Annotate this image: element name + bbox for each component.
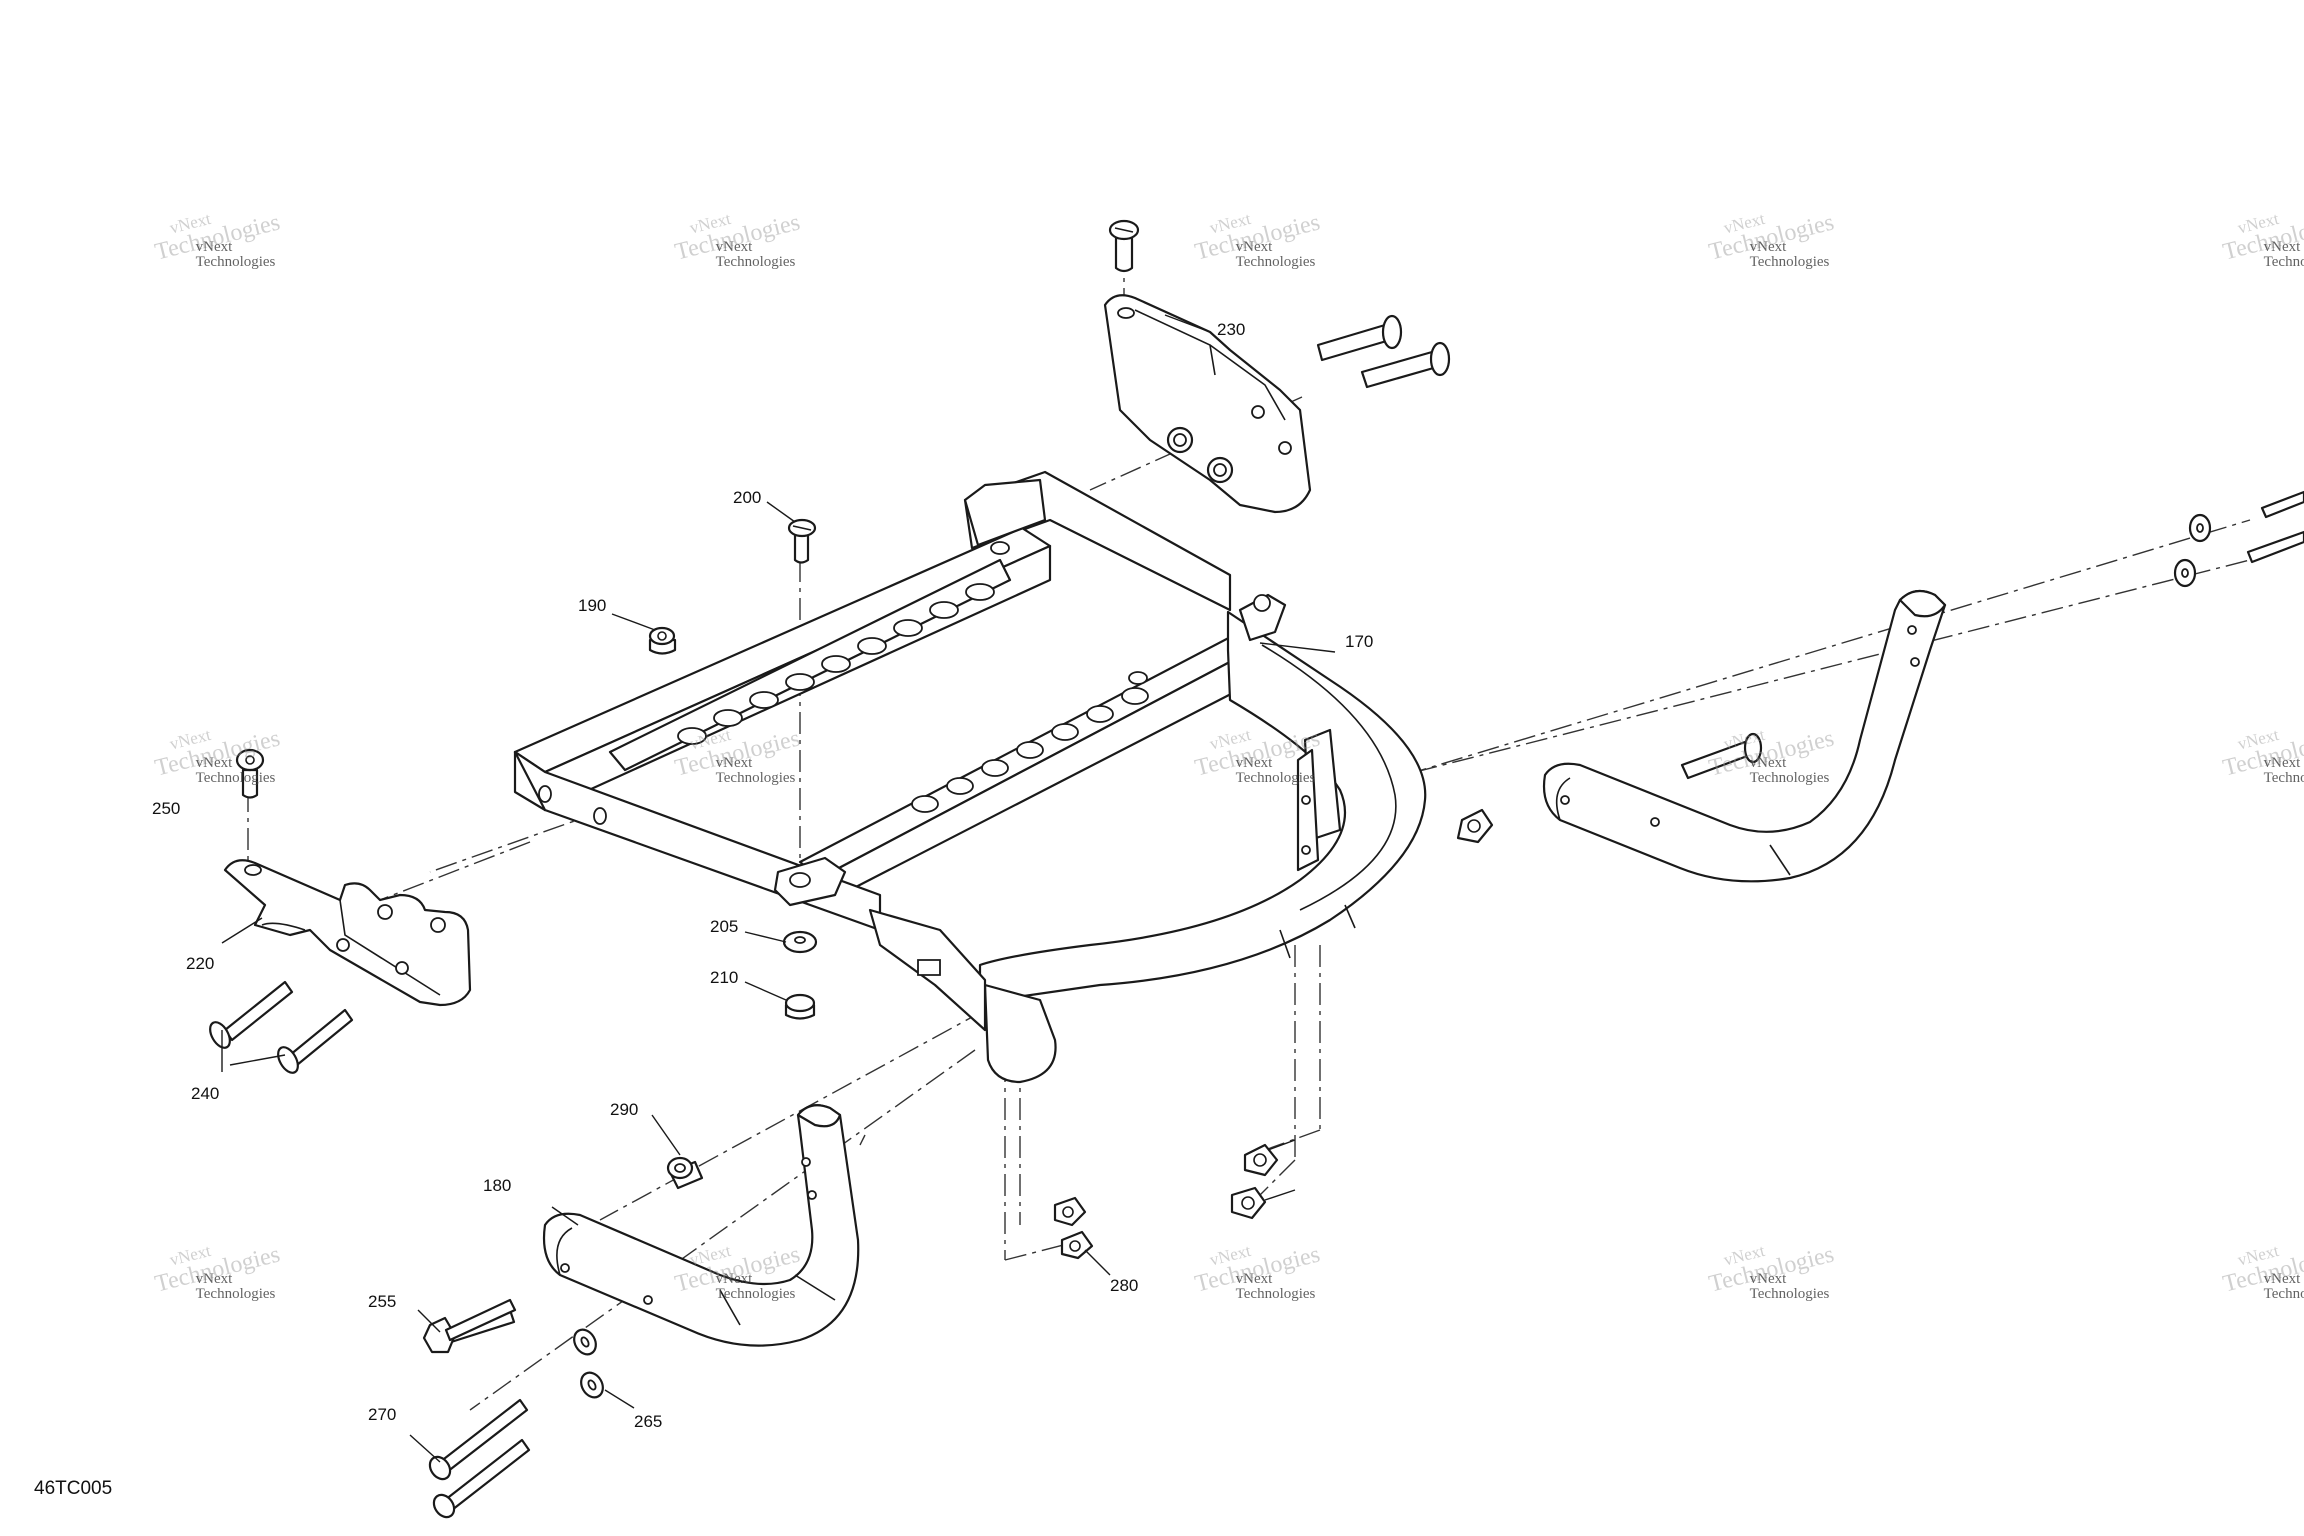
callout-leaders — [221, 314, 1336, 1463]
callout-210: 210 — [710, 968, 739, 987]
callout-290: 290 — [610, 1100, 639, 1119]
bolts-270 — [428, 1398, 531, 1519]
washers-265 — [573, 1328, 604, 1399]
callout-205: 205 — [710, 917, 739, 936]
callout-190: 190 — [578, 596, 607, 615]
pins-240 — [209, 980, 354, 1074]
callout-255: 255 — [368, 1292, 397, 1311]
callout-250: 250 — [152, 799, 181, 818]
washer-205 — [782, 930, 818, 954]
callout-170: 170 — [1345, 632, 1374, 651]
washers-far-right — [2173, 490, 2304, 588]
bolt-255 — [422, 1298, 517, 1354]
screw-200 — [787, 518, 817, 564]
screw-250 — [235, 748, 265, 799]
grab-handle-180 — [542, 1104, 860, 1347]
hinge-bracket-230 — [1103, 294, 1312, 514]
nut-190 — [648, 626, 677, 655]
rail-holes — [538, 541, 1149, 825]
callout-220: 220 — [186, 954, 215, 973]
nut-right-handle — [1456, 808, 1494, 844]
main-frame-170 — [513, 470, 1427, 1084]
bolt-right-handle — [1680, 732, 1763, 780]
pins-230 — [1316, 314, 1451, 389]
callout-280: 280 — [1110, 1276, 1139, 1295]
nut-210 — [784, 993, 816, 1020]
callout-270: 270 — [368, 1405, 397, 1424]
callout-180: 180 — [483, 1176, 512, 1195]
drawing-code: 46TC005 — [34, 1478, 113, 1499]
callout-240: 240 — [191, 1084, 220, 1103]
hinge-bracket-220 — [223, 859, 472, 1007]
grab-handle-right — [1542, 589, 1947, 883]
screw-top — [1108, 219, 1140, 273]
callout-200: 200 — [733, 488, 762, 507]
nuts-280 — [1053, 1143, 1279, 1260]
callout-230: 230 — [1217, 320, 1246, 339]
callout-265: 265 — [634, 1412, 663, 1431]
bushing-290 — [666, 1156, 704, 1190]
